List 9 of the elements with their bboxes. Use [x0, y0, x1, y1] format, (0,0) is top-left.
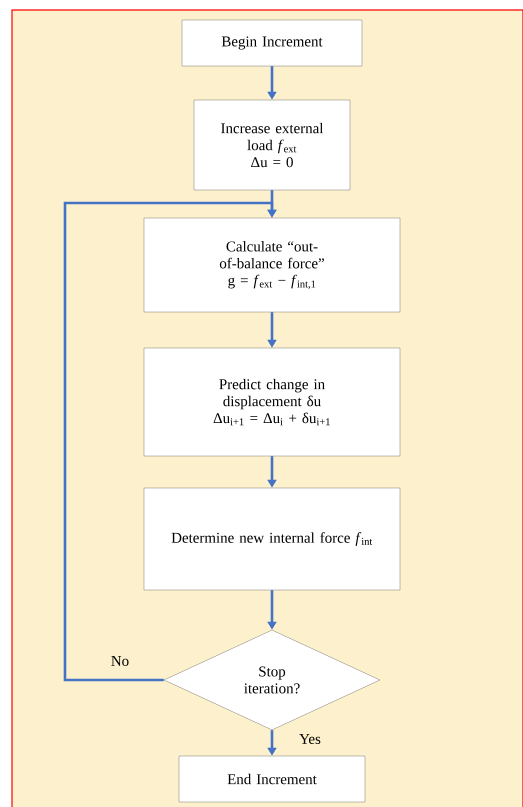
process-box: Begin Increment — [182, 20, 362, 66]
arrow — [64, 202, 277, 682]
process-box: Increase external load f$_{ext}$ Δu = 0 — [194, 100, 350, 190]
process-box: End Increment — [178, 756, 366, 802]
process-box: Determine new internal force f$_{int}$ — [144, 488, 400, 590]
edge-label: Yes — [298, 733, 322, 745]
process-box: Predict change in displacement δu Δu$_{i+1}$ = Δu$_{i}$ + δu$_{i+1}$ — [144, 348, 400, 456]
process-box: Calculate “out-of-balance force” g = f$_{ext}$ − f$_{int,1}$ — [144, 218, 400, 312]
edge-label: No — [110, 655, 130, 667]
